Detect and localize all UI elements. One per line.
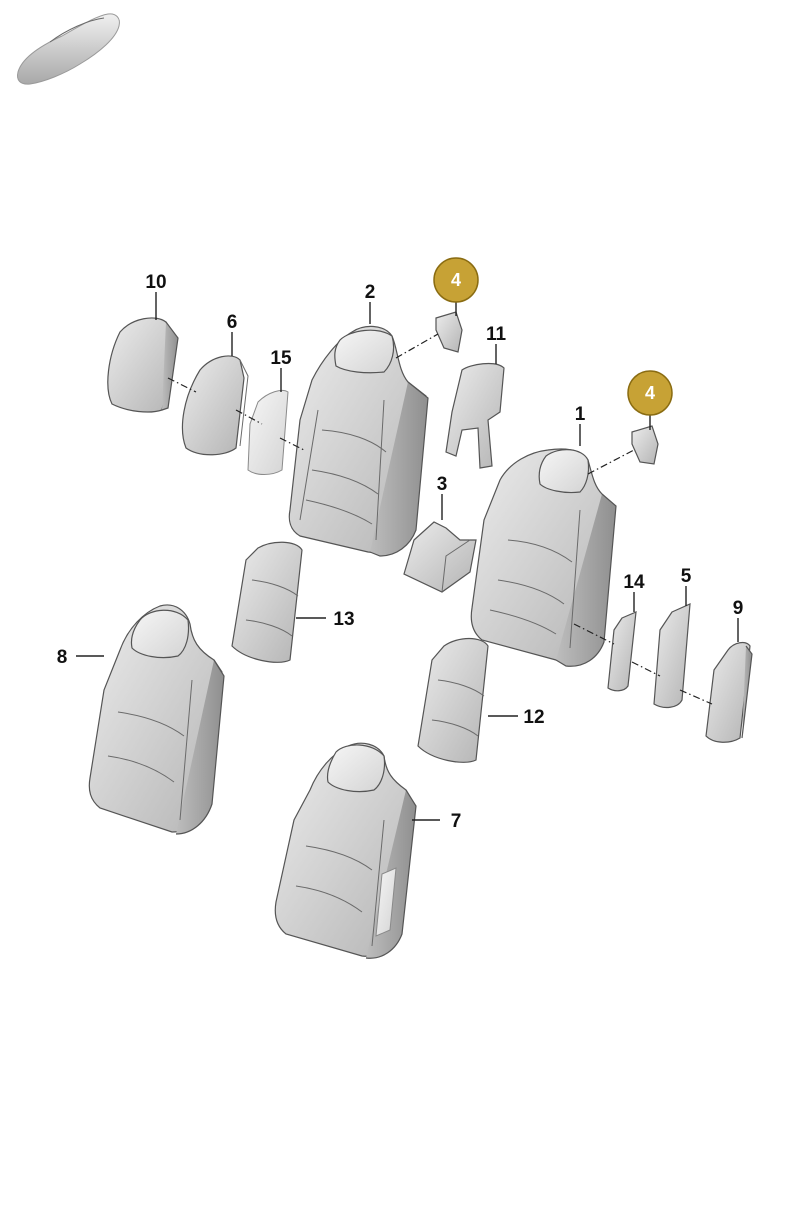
part-3-bracket bbox=[403, 521, 477, 593]
leader-lines bbox=[76, 292, 739, 821]
callout-8: 8 bbox=[57, 647, 68, 668]
part-11-frame bbox=[445, 362, 505, 469]
callout-10: 10 bbox=[145, 272, 166, 293]
callout-9: 9 bbox=[733, 598, 744, 619]
callout-labels: 10 6 15 2 11 1 3 13 14 5 9 8 12 7 bbox=[57, 272, 744, 832]
part-9-side-cover bbox=[705, 641, 753, 743]
highlight-badge-4-lower[interactable]: 4 bbox=[627, 370, 673, 416]
callout-3: 3 bbox=[437, 474, 448, 495]
callout-12: 12 bbox=[523, 707, 544, 728]
callout-13: 13 bbox=[333, 609, 354, 630]
part-8-backrest-cover bbox=[88, 604, 225, 835]
callout-1: 1 bbox=[575, 404, 586, 425]
part-14-trim-strip bbox=[607, 611, 637, 692]
assembly-lines bbox=[167, 333, 713, 705]
part-2-seat-backrest bbox=[288, 325, 429, 557]
car-silhouette-icon bbox=[17, 13, 120, 85]
callout-5: 5 bbox=[681, 566, 692, 587]
callout-14: 14 bbox=[623, 572, 645, 593]
part-4-clip-lower bbox=[631, 425, 659, 465]
callout-6: 6 bbox=[227, 312, 238, 333]
part-13-cover-panel bbox=[231, 541, 303, 663]
part-6-side-panel bbox=[181, 355, 249, 456]
badge-4-lower-label: 4 bbox=[645, 383, 655, 403]
callout-7: 7 bbox=[451, 811, 462, 832]
part-10-side-bolster bbox=[107, 317, 179, 413]
badge-4-upper-label: 4 bbox=[451, 270, 461, 290]
part-7-backrest-cover bbox=[274, 742, 417, 959]
callout-2: 2 bbox=[365, 282, 376, 303]
part-1-seat-backrest bbox=[470, 448, 617, 667]
part-4-clip-upper bbox=[435, 311, 463, 353]
part-15-foam-insert bbox=[247, 389, 289, 475]
callout-15: 15 bbox=[270, 348, 292, 369]
part-5-trim-panel bbox=[653, 603, 691, 709]
callout-11: 11 bbox=[486, 324, 507, 345]
highlight-badge-4-upper[interactable]: 4 bbox=[433, 257, 479, 303]
part-12-cover-panel bbox=[417, 637, 489, 763]
